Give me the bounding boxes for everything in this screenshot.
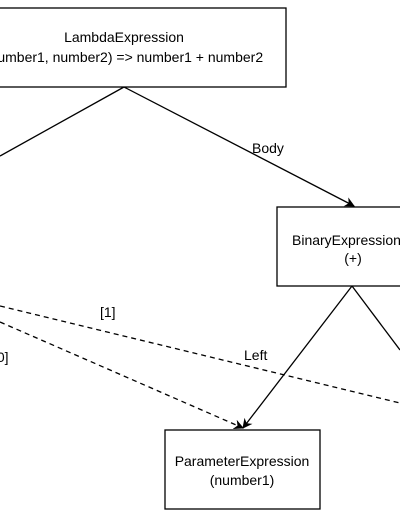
edge-right-offscreen bbox=[351, 285, 400, 351]
node-lambda-subtitle: (number1, number2) => number1 + number2 bbox=[0, 49, 263, 65]
edge-left bbox=[242, 285, 353, 429]
node-lambda-expression: LambdaExpression (number1, number2) => n… bbox=[0, 7, 287, 88]
edge-lambda-to-left-offscreen bbox=[0, 86, 125, 157]
node-lambda-title: LambdaExpression bbox=[64, 29, 184, 45]
edge-label-index-0: [0] bbox=[0, 349, 9, 365]
node-parameter-expression: ParameterExpression (number1) bbox=[164, 429, 321, 510]
edge-label-left: Left bbox=[244, 347, 267, 363]
node-binary-expression: BinaryExpression (+) bbox=[276, 206, 400, 287]
edge-dashed-index-1 bbox=[0, 305, 400, 404]
node-binary-title: BinaryExpression bbox=[292, 232, 400, 248]
edge-label-index-1: [1] bbox=[100, 304, 116, 320]
node-parameter-title: ParameterExpression bbox=[175, 453, 310, 469]
edge-label-body: Body bbox=[252, 140, 284, 156]
node-binary-subtitle: (+) bbox=[344, 250, 362, 266]
edge-dashed-index-0 bbox=[0, 321, 244, 429]
edge-body bbox=[123, 86, 355, 207]
node-parameter-subtitle: (number1) bbox=[210, 472, 275, 488]
